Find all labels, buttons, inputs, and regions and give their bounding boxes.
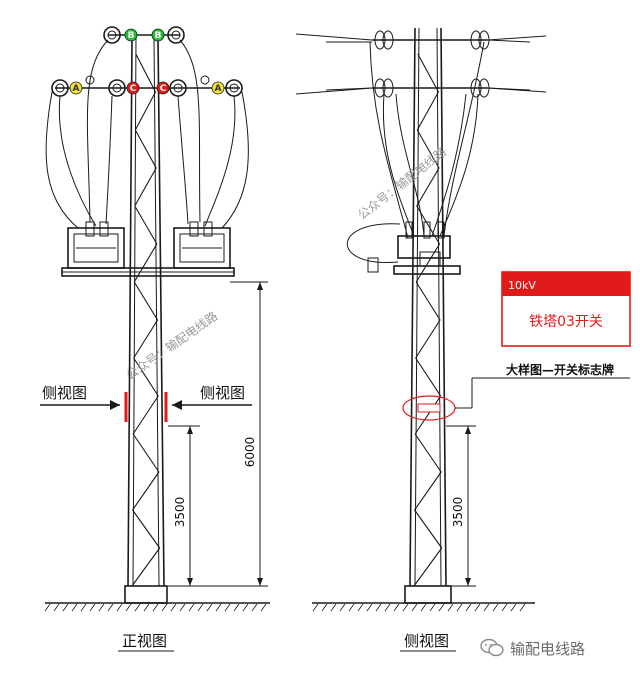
switch-icon xyxy=(67,221,125,269)
dimension-total-height: 6000 xyxy=(243,437,257,468)
front-lattice xyxy=(131,53,161,587)
sign-name-text: 铁塔03开关 xyxy=(529,314,603,330)
wechat-icon xyxy=(480,638,504,657)
phase-b-label: B xyxy=(128,31,135,41)
side-ground-hatch xyxy=(312,603,526,612)
phase-b-marker-right xyxy=(151,28,165,42)
side-view-title: 侧视图 xyxy=(404,632,449,650)
insulator-icon xyxy=(167,26,185,44)
front-view: B B A C C A xyxy=(40,26,270,652)
sign-small-icon xyxy=(417,403,441,413)
phase-c-label: C xyxy=(130,84,137,94)
side-view-label-left: 侧视图 xyxy=(42,384,87,402)
sign-callout-text: 大样图—开关标志牌 xyxy=(506,362,614,377)
switch-icon xyxy=(173,221,231,269)
dimension-lower-height: 3500 xyxy=(173,497,187,528)
watermark-front: 公众号：输配电线路 xyxy=(123,308,220,382)
front-view-title: 正视图 xyxy=(122,632,167,650)
switch-icon xyxy=(397,221,451,259)
phase-b-marker-left xyxy=(124,28,138,42)
insulator-string-icon xyxy=(374,30,490,98)
switch-sign-detail: 10kV 铁塔03开关 xyxy=(501,271,631,347)
insulator-icon xyxy=(103,26,121,44)
front-ground-hatch xyxy=(44,603,267,612)
front-foundation xyxy=(124,585,168,604)
phase-a-marker-right xyxy=(211,81,225,95)
phase-a-label: A xyxy=(215,84,222,94)
side-switch-platform xyxy=(393,265,461,275)
phase-b-label: B xyxy=(155,31,162,41)
side-view-label-right: 侧视图 xyxy=(200,384,245,402)
phase-c-marker-right xyxy=(156,81,170,95)
brand-name: 输配电线路 xyxy=(510,639,586,658)
sign-voltage-text: 10kV xyxy=(508,279,536,292)
phase-c-label: C xyxy=(160,84,167,94)
side-dimension-lower-height: 3500 xyxy=(451,497,465,528)
side-view: 大样图—开关标志牌 10kV 铁塔03开关 3500 侧视图 xyxy=(295,27,631,652)
watermark-side: 公众号：输配电线路 xyxy=(355,144,449,222)
phase-a-label: A xyxy=(73,84,80,94)
side-foundation xyxy=(404,585,452,604)
phase-c-marker-left xyxy=(126,81,140,95)
phase-a-marker-left xyxy=(69,81,83,95)
insulator-icon xyxy=(108,79,126,97)
brand-badge: 输配电线路 xyxy=(480,636,585,660)
